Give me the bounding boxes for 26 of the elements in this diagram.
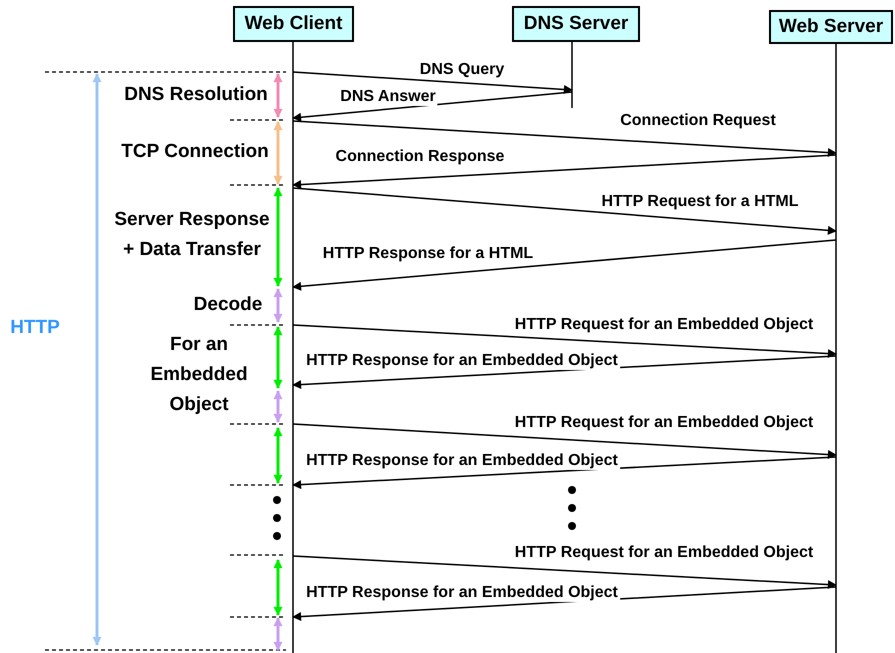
edge-label: HTTP Request for an Embedded Object — [512, 316, 816, 334]
edge-label: DNS Query — [418, 61, 506, 79]
message-arrow — [292, 239, 836, 291]
message-arrow — [292, 555, 837, 590]
edge-label: DNS Answer — [338, 88, 438, 106]
message-arrow — [292, 120, 837, 158]
message-arrow — [292, 187, 837, 235]
message-arrow — [292, 355, 836, 390]
edge-label: HTTP Response for an Embedded Object — [304, 452, 620, 470]
edge-label: HTTP Request for an Embedded Object — [512, 414, 816, 432]
edge-label: Connection Request — [618, 112, 778, 130]
message-arrow — [292, 71, 573, 94]
edge-label: Connection Response — [334, 148, 506, 166]
lifeline-header: DNS Server — [512, 6, 640, 42]
message-arrow — [292, 154, 836, 190]
lifeline-header: Web Server — [769, 10, 893, 44]
message-arrow — [292, 456, 836, 490]
edge-label: HTTP Request for an Embedded Object — [512, 544, 816, 562]
edge-label: HTTP Response for a HTML — [320, 245, 536, 263]
message-arrow — [292, 586, 836, 622]
lifeline-header: Web Client — [233, 6, 354, 42]
edge-label: HTTP Response for an Embedded Object — [304, 352, 620, 370]
message-arrow — [292, 423, 837, 460]
message-arrow — [292, 91, 572, 122]
edge-label: HTTP Response for an Embedded Object — [304, 584, 620, 602]
message-arrow — [292, 324, 837, 358]
